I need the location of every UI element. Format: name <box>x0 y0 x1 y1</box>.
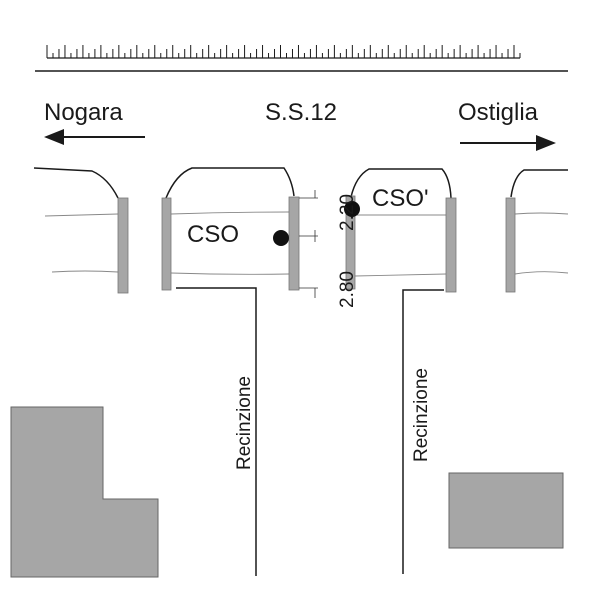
dimension-lower: 2.80 <box>337 271 358 308</box>
building-rectangular <box>448 472 564 549</box>
barrier-post <box>288 196 300 291</box>
direction-right-label: Ostiglia <box>458 99 539 126</box>
point-label-cso: CSO <box>187 221 239 248</box>
barrier-post <box>345 195 356 290</box>
fence-label-right: Recinzione <box>411 368 432 462</box>
barrier-post <box>505 197 516 293</box>
measurement-point-cso <box>273 230 289 246</box>
scale-ruler <box>46 45 521 59</box>
fence-line-right <box>402 289 444 574</box>
fence-line-left <box>176 287 257 576</box>
road-edge <box>33 167 119 199</box>
barrier-post <box>117 197 129 294</box>
road-edges <box>33 167 568 199</box>
road-edge <box>350 168 452 199</box>
road-name-label: S.S.12 <box>265 99 337 126</box>
road-edge <box>510 169 568 198</box>
direction-left-label: Nogara <box>44 99 123 126</box>
measurement-point-cso-prime <box>344 201 360 217</box>
barrier-post <box>445 197 457 293</box>
barrier-post <box>161 197 172 291</box>
fence-label-left: Recinzione <box>234 376 255 470</box>
dimension-upper: 2.20 <box>337 194 358 231</box>
dimension-lines <box>299 190 318 298</box>
point-label-cso-prime: CSO' <box>372 185 429 212</box>
building-l-shaped <box>10 406 159 578</box>
barrier-posts <box>117 195 516 294</box>
lane-lines <box>44 211 569 277</box>
arrow-left-icon <box>44 129 145 145</box>
road-edge <box>165 167 295 199</box>
arrow-right-icon <box>460 135 556 151</box>
